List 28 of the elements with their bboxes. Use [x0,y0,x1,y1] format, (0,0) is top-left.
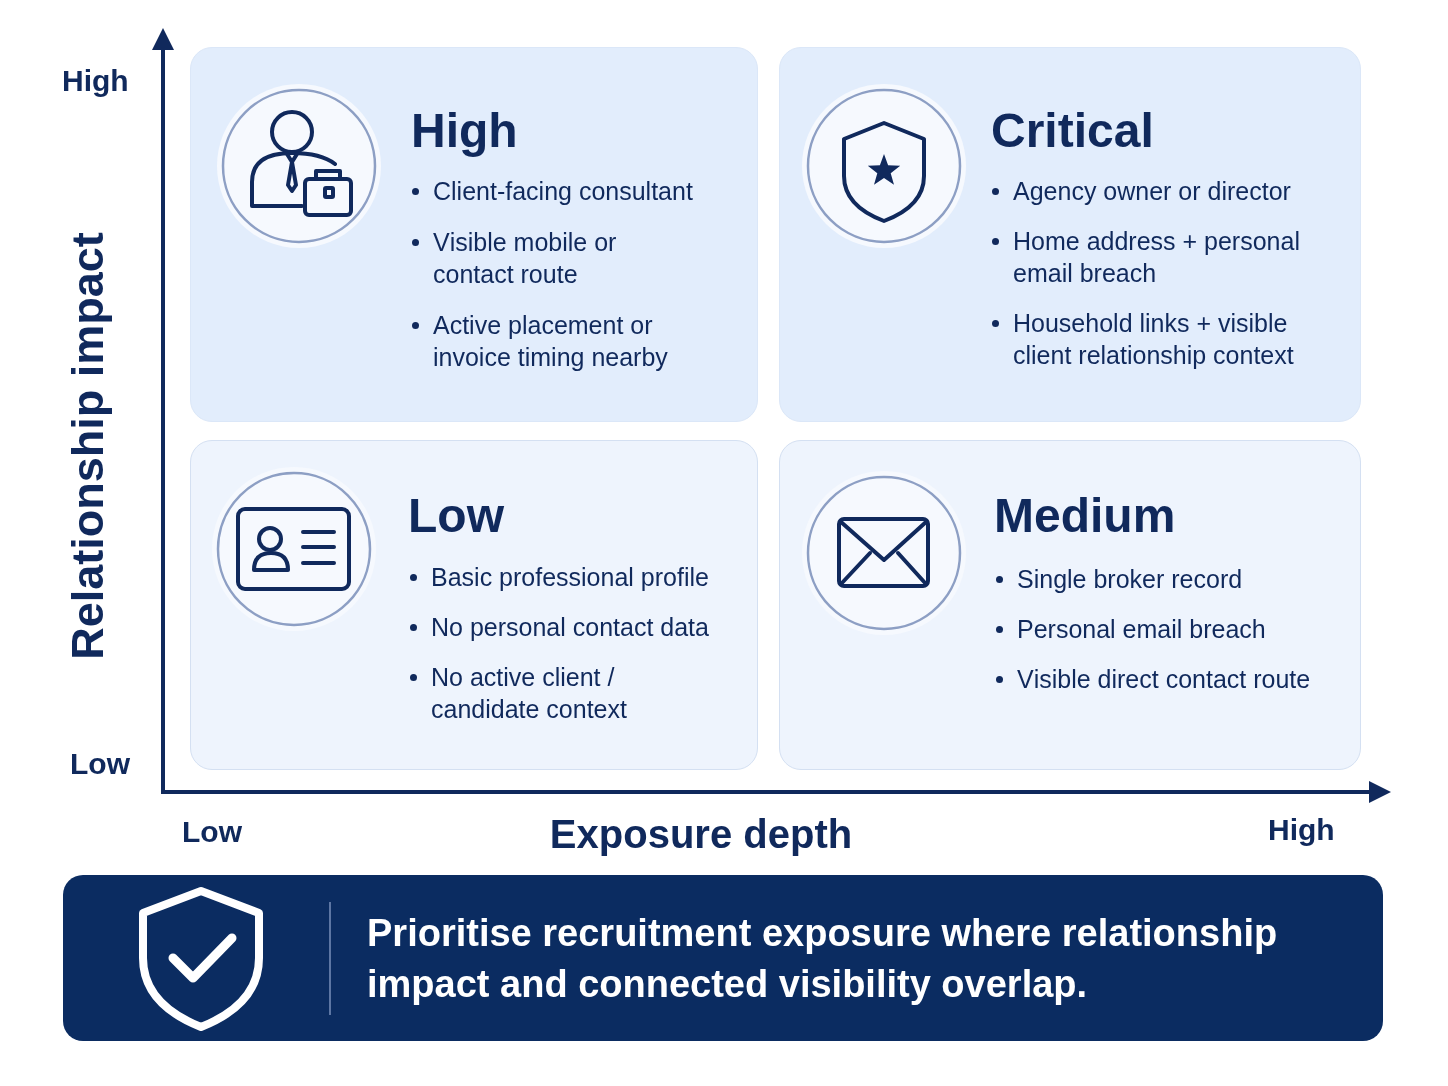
quadrant-title: Medium [994,488,1176,544]
bullet-item: No personal contact data [409,611,709,643]
quadrant-title: Low [408,488,504,544]
bullet-item: Visible mobile or contact route [411,226,698,290]
bullet-item: Single broker record [995,563,1243,595]
axis-title: Exposure depth [549,811,853,857]
axis-title: Relationship impact [62,232,114,660]
bullet-item: Active placement or invoice timing nearby [411,309,698,373]
bullet-item: Client-facing consultant [411,175,693,207]
bullet-item: Agency owner or director [991,175,1291,207]
quadrant-card [190,47,758,422]
summary-banner [63,875,1383,1041]
axis-label: Low [182,813,242,849]
quadrant-card [779,440,1361,770]
bullet-item: Visible direct contact route [995,663,1311,695]
quadrant-title: High [411,103,518,159]
bullet-item: Household links + visible client relationship context [991,307,1313,371]
banner-text: Prioritise recruitment exposure where relationship impact and connected visibility overlap. [367,911,1279,1007]
bullet-item: Basic professional profile [409,561,709,593]
quadrant-card [190,440,758,770]
bullet-item: No active client / candidate context [409,661,719,725]
bullet-item: Personal email breach [995,613,1266,645]
axis-label: High [62,62,129,98]
quadrant-card [779,47,1361,422]
quadrant-title: Critical [991,103,1154,159]
axis-label: Low [70,745,130,781]
axis-label: High [1268,811,1335,847]
bullet-item: Home address + personal email breach [991,225,1313,289]
